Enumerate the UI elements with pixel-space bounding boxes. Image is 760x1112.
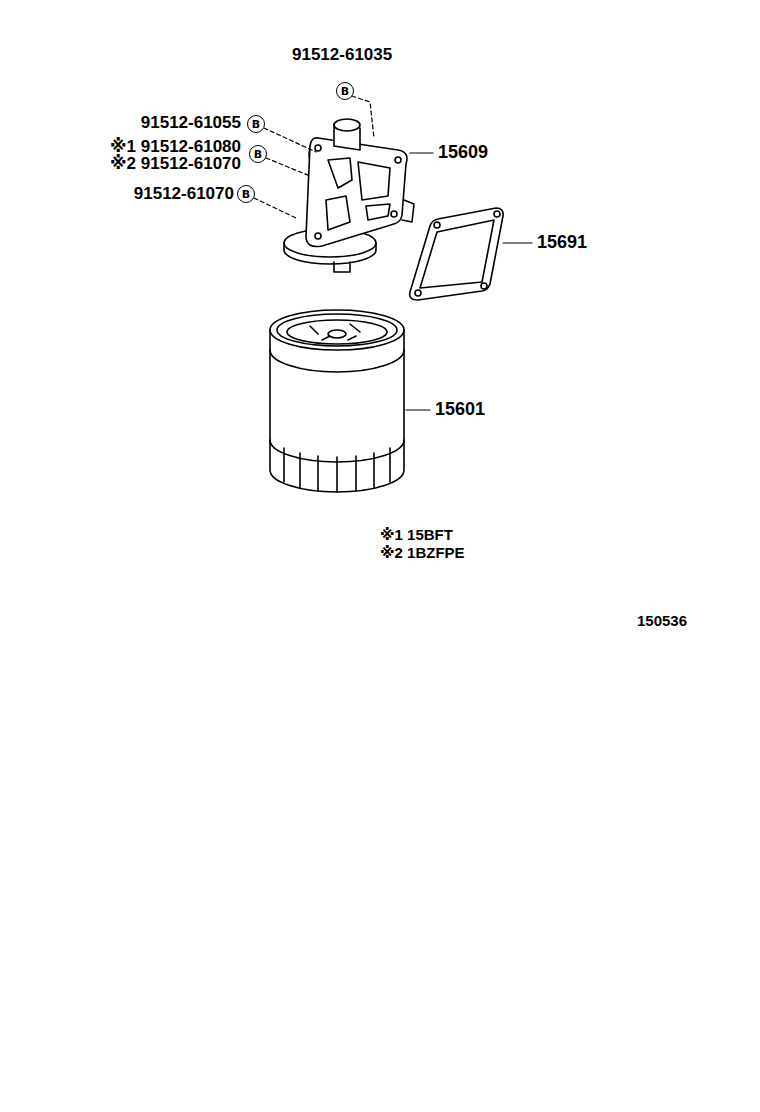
filter-housing	[284, 119, 414, 272]
part-number: 15601	[435, 399, 485, 421]
part-number: 15691	[537, 232, 587, 254]
circled-letter: B	[249, 145, 267, 163]
circled-letter: B	[336, 82, 354, 100]
engine-note: ※2 1BZFPE	[380, 544, 465, 562]
part-number: 91512-61070	[134, 184, 234, 204]
part-number: 15609	[438, 142, 488, 164]
circle-letter: B	[252, 119, 260, 130]
circle-letter: B	[242, 189, 250, 200]
circle-letter: B	[254, 149, 262, 160]
engine-note: ※1 15BFT	[380, 526, 453, 544]
part-number: 91512-61055	[141, 113, 241, 133]
part-number: ※2 91512-61070	[110, 154, 241, 174]
part-number: 91512-61035	[292, 45, 392, 65]
circled-letter: B	[237, 185, 255, 203]
circled-letter: B	[247, 115, 265, 133]
oil-filter	[270, 310, 404, 492]
figure-number: 150536	[637, 612, 687, 630]
gasket	[410, 208, 503, 300]
leader-lines	[254, 96, 532, 410]
circle-letter: B	[341, 86, 349, 97]
